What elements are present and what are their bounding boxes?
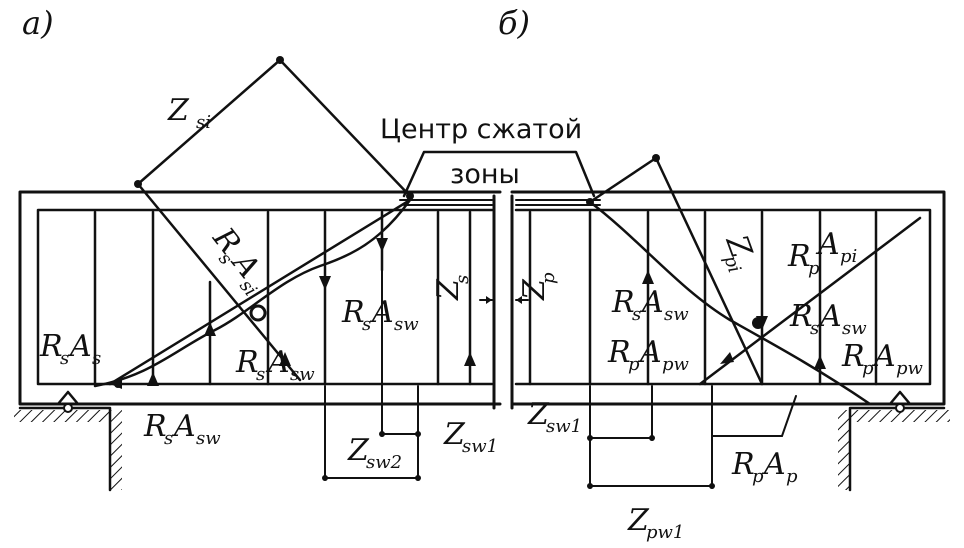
svg-text:A: A (815, 227, 840, 262)
svg-text:p: p (862, 358, 874, 379)
svg-text:Z: Z (443, 417, 466, 452)
svg-text:s: s (164, 428, 173, 449)
svg-text:Z: Z (347, 433, 370, 468)
label-z-si: Z si (167, 93, 211, 133)
svg-text:A: A (639, 285, 664, 320)
svg-text:Z: Z (627, 503, 650, 538)
svg-text:A: A (637, 335, 662, 370)
crack-curve-b (588, 200, 872, 406)
label-z-sw1-b: Z sw1 (527, 397, 582, 437)
label-rp-ap: R p A p (731, 447, 798, 487)
svg-text:s: s (256, 364, 265, 385)
compressed-zone-caption-line2: зоны (450, 159, 520, 190)
svg-text:R: R (39, 329, 63, 364)
svg-text:p: p (538, 272, 559, 284)
svg-text:pw: pw (662, 354, 690, 375)
svg-text:s: s (362, 314, 371, 335)
svg-text:s: s (452, 275, 473, 284)
support-right (838, 390, 950, 492)
svg-text:p: p (808, 258, 820, 279)
svg-text:A: A (265, 345, 290, 380)
label-z-sw1-a: Z sw1 (443, 417, 498, 457)
svg-text:A: A (817, 299, 842, 334)
svg-text:Z: Z (167, 93, 190, 128)
svg-text:R: R (611, 285, 635, 320)
svg-text:R: R (841, 339, 865, 374)
svg-text:pw1: pw1 (646, 522, 684, 543)
label-rp-apw-b2: R p A pw (841, 339, 924, 379)
svg-text:s: s (60, 348, 69, 369)
svg-text:sw: sw (290, 364, 315, 385)
label-rs-asw-b2: R s A sw (789, 299, 867, 339)
lever-arm-markers (479, 296, 529, 304)
force-lines-a (108, 56, 414, 388)
svg-text:sw2: sw2 (366, 452, 402, 473)
svg-text:A: A (67, 329, 92, 364)
svg-text:A: A (369, 295, 394, 330)
svg-text:R: R (787, 239, 811, 274)
svg-text:sw1: sw1 (462, 436, 498, 457)
svg-text:si: si (196, 112, 211, 133)
svg-text:R: R (789, 299, 813, 334)
svg-text:A: A (761, 447, 786, 482)
panel-label-b: б) (498, 4, 530, 42)
svg-text:R: R (235, 345, 259, 380)
label-rs-asw-a2: R s A sw (341, 295, 419, 335)
svg-text:A: A (871, 339, 896, 374)
svg-text:Z: Z (527, 397, 550, 432)
svg-text:sw: sw (842, 318, 867, 339)
support-left (14, 390, 122, 492)
stirrups-b (528, 210, 878, 386)
label-rp-api: R p A pi (787, 227, 857, 279)
svg-text:pw: pw (896, 358, 924, 379)
beam-outline (18, 190, 946, 410)
label-rs-as: R s A s (39, 329, 101, 369)
svg-text:p: p (752, 466, 764, 487)
force-lines-b (586, 154, 922, 386)
label-rs-asw-a1: R s A sw (235, 345, 315, 385)
label-z-pi: Z pi (718, 230, 759, 276)
svg-text:sw1: sw1 (546, 416, 582, 437)
svg-text:pi: pi (840, 246, 857, 267)
svg-text:pi: pi (719, 252, 745, 275)
svg-text:p: p (786, 466, 798, 487)
compressed-zone-leader (402, 150, 596, 198)
compressed-zone-caption-line1: Центр сжатой (380, 114, 582, 145)
label-z-pw1: Z pw1 (627, 503, 684, 543)
svg-text:R: R (143, 409, 167, 444)
label-z-sw2: Z sw2 (347, 433, 402, 473)
svg-text:Z: Z (517, 278, 552, 301)
label-z-p: Z p (517, 272, 559, 301)
svg-text:s: s (92, 348, 101, 369)
svg-text:s: s (632, 304, 641, 325)
svg-text:R: R (731, 447, 755, 482)
svg-text:p: p (628, 354, 640, 375)
label-rs-asw-a3: R s A sw (143, 409, 221, 449)
svg-text:R: R (341, 295, 365, 330)
label-z-s: Z s (431, 275, 473, 301)
svg-text:sw: sw (196, 428, 221, 449)
svg-text:s: s (810, 318, 819, 339)
label-rs-asw-b1: R s A sw (611, 285, 689, 325)
svg-text:sw: sw (394, 314, 419, 335)
force-arrows (108, 238, 826, 389)
svg-text:A: A (171, 409, 196, 444)
dimensions-b (587, 385, 797, 489)
svg-text:sw: sw (664, 304, 689, 325)
dimensions-a (322, 269, 421, 481)
svg-text:R: R (607, 335, 631, 370)
svg-text:Z: Z (431, 278, 466, 301)
crack-curve-a (93, 198, 412, 388)
panel-label-a: а) (22, 4, 54, 42)
label-rp-apw-b1: R p A pw (607, 335, 690, 375)
